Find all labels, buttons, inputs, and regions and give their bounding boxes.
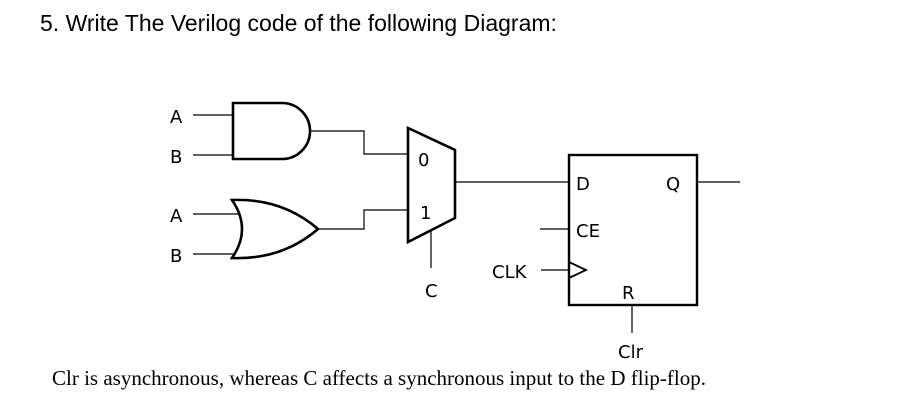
mux-select-label: C: [425, 281, 438, 302]
ff-q-label: Q: [666, 174, 680, 195]
or-gate: [229, 198, 320, 260]
clock-triangle-icon: [568, 261, 589, 279]
ff-clk-label: CLK: [492, 262, 528, 283]
mux-input-0-label: 0: [418, 150, 429, 171]
or-input-a-label: A: [170, 206, 183, 227]
d-flip-flop: [567, 153, 699, 307]
ff-d-label: D: [576, 174, 590, 195]
or-to-mux-wire: [318, 209, 408, 230]
caption-text: Clr is asynchronous, whereas C affects a…: [52, 366, 706, 390]
ff-r-label: R: [622, 283, 635, 304]
or-input-b-label: B: [170, 246, 182, 267]
mux: [406, 125, 457, 245]
and-to-mux-wire: [310, 130, 408, 155]
mux-input-1-label: 1: [420, 203, 431, 224]
question-title: 5. Write The Verilog code of the followi…: [40, 10, 557, 36]
ff-clr-label: Clr: [618, 342, 644, 363]
and-gate: [231, 101, 312, 161]
ff-ce-label: CE: [576, 221, 600, 242]
and-input-a-label: A: [170, 107, 183, 128]
and-input-b-label: B: [170, 147, 182, 168]
